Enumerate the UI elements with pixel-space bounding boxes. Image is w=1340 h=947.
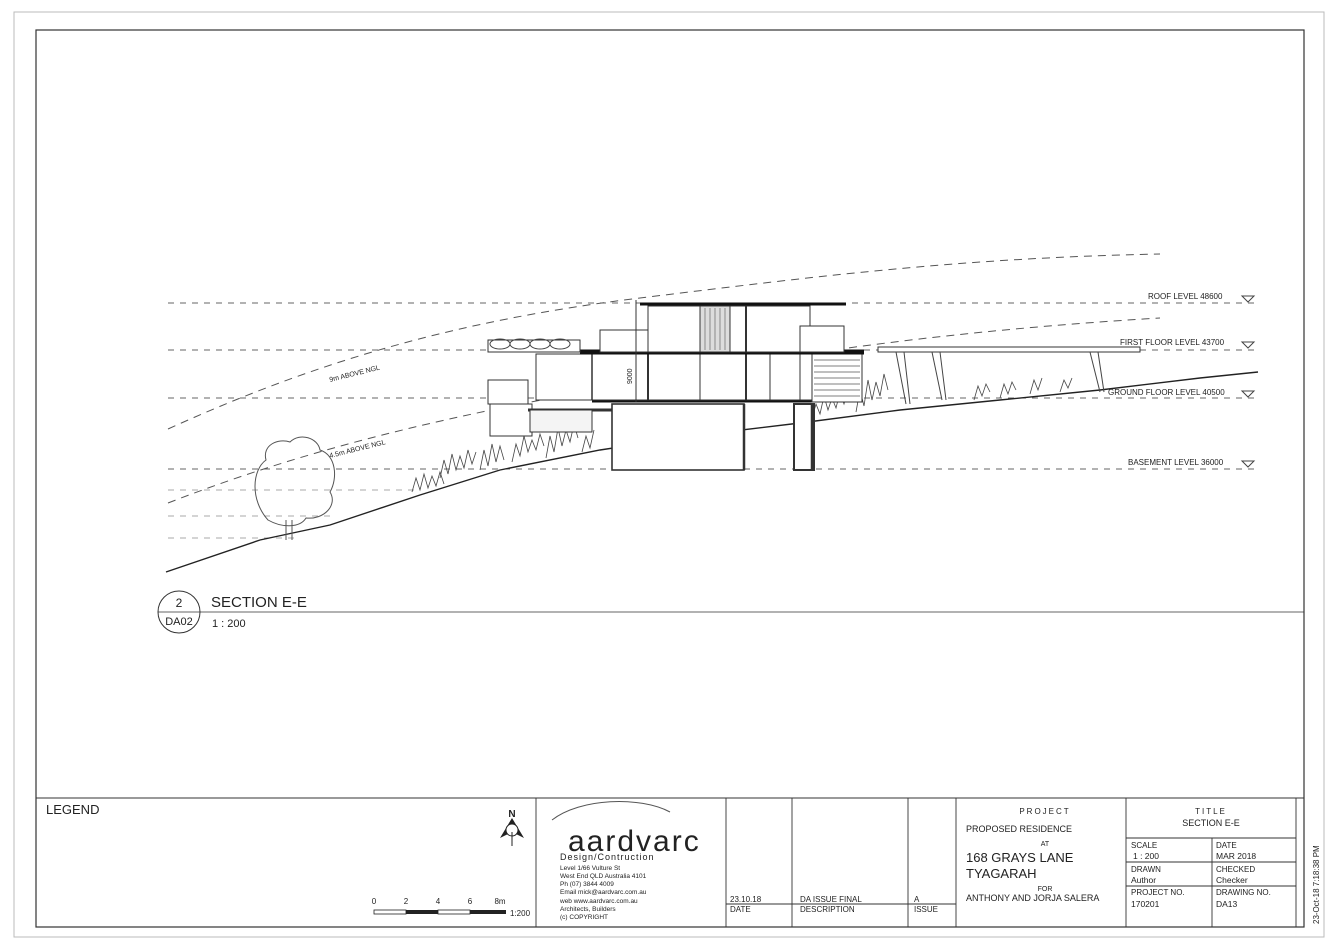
drawn-label: DRAWN [1131,865,1161,874]
section-drawing [165,253,1259,573]
basement-level-label: BASEMENT LEVEL 36000 [1128,458,1224,467]
terrace-planter [489,338,571,350]
scale-value: 1 : 200 [1133,851,1159,861]
scale-tick: 6 [468,897,473,906]
date-label: DATE [1216,841,1237,850]
level-marker-icon [1240,295,1256,303]
height-dimension-label: 9000 [627,368,634,384]
plot-stamp: 23-Oct-18 7:18:38 PM [1312,845,1321,924]
envelope-9m-label: 9m ABOVE NGL [329,365,381,384]
company-name: aardvarc [568,825,701,858]
scale-ratio: 1:200 [510,909,531,918]
issue-label: ISSUE [914,905,938,914]
checked-label: CHECKED [1216,865,1255,874]
company-address-line: Architects, Builders [560,906,616,913]
first-floor-room-b [799,325,845,353]
first-floor-level-label: FIRST FLOOR LEVEL 43700 [1120,338,1225,347]
north-arrow-icon: N [500,809,524,846]
project-address-1: 168 GRAYS LANE [966,850,1074,865]
envelope-4-5m-label: 4.5m ABOVE NGL [329,439,387,460]
company-address-line: Level 1/66 Vulture St [560,865,620,872]
issue-description: DA ISSUE FINAL [800,895,862,904]
scale-label: SCALE [1131,841,1157,850]
outer-sheet-border [13,11,1325,938]
legend-title: LEGEND [46,802,99,817]
issue-description-label: DESCRIPTION [800,905,855,914]
first-floor-room-a [599,329,649,353]
carport-canopy [877,346,1141,353]
project-heading: PROJECT [1019,807,1070,816]
company-tagline: Design/Contruction [560,852,655,862]
lower-room [487,379,529,405]
company-logo: aardvarc Design/Contruction Level 1/66 V… [551,801,701,921]
level-marker-icon [1240,341,1256,349]
stair-screen-hatch [814,359,860,397]
checked-value: Checker [1216,875,1248,885]
date-value: MAR 2018 [1216,851,1256,861]
drawing-border [35,29,1305,928]
logo-arc [551,801,671,821]
issue-date: 23.10.18 [730,895,762,904]
roof-level-label: ROOF LEVEL 48600 [1148,292,1223,301]
title-text: SECTION E-E [1182,818,1240,828]
scale-tick: 8m [494,897,505,906]
level-marker-icon [1240,390,1256,398]
company-address-line: web www.aardvarc.com.au [559,898,638,905]
landing-block [529,409,593,433]
height-envelope-9m [167,253,1161,430]
title-block [36,797,1304,927]
ground-floor-volume [535,353,813,401]
company-address-line: Email mick@aardvarc.com.au [560,889,647,896]
carport-columns [895,351,1105,405]
scale-tick: 0 [372,897,377,906]
section-sheet: DA02 [165,616,193,628]
company-address-line: (c) COPYRIGHT [560,914,608,921]
basement-room [611,403,745,471]
section-title-text: SECTION E-E [211,594,307,611]
drawn-value: Author [1131,875,1156,885]
section-scale: 1 : 200 [212,618,246,630]
north-label: N [508,809,515,820]
basement-stair-shaft [793,403,815,471]
project-address-2: TYAGARAH [966,866,1037,881]
company-address-line: Ph (07) 3844 4009 [560,881,614,888]
company-address-line: West End QLD Australia 4101 [560,873,647,880]
project-at: AT [1041,841,1050,848]
level-marker-icon [1240,460,1256,468]
project-client: ANTHONY AND JORJA SALERA [966,893,1099,903]
project-description: PROPOSED RESIDENCE [966,824,1072,834]
section-number: 2 [176,596,183,610]
lower-deck-wall [489,403,533,437]
issue-letter: A [914,895,920,904]
drawing-no-value: DA13 [1216,899,1238,909]
project-no-label: PROJECT NO. [1131,888,1185,897]
scale-tick: 2 [404,897,409,906]
first-floor-terrace [487,339,581,353]
section-title: 2 DA02 SECTION E-E 1 : 200 [157,590,1304,634]
height-envelope-4-5m [167,317,1161,504]
drawing-no-label: DRAWING NO. [1216,888,1271,897]
ground-floor-level-label: GROUND FLOOR LEVEL 40500 [1108,388,1225,397]
scale-tick: 4 [436,897,441,906]
project-for: FOR [1038,886,1053,893]
title-heading: TITLE [1195,807,1227,816]
project-no-value: 170201 [1131,899,1160,909]
scale-bar: 0 2 4 6 8m 1:200 [372,897,531,918]
issue-date-label: DATE [730,905,751,914]
tree-icon [254,436,336,540]
